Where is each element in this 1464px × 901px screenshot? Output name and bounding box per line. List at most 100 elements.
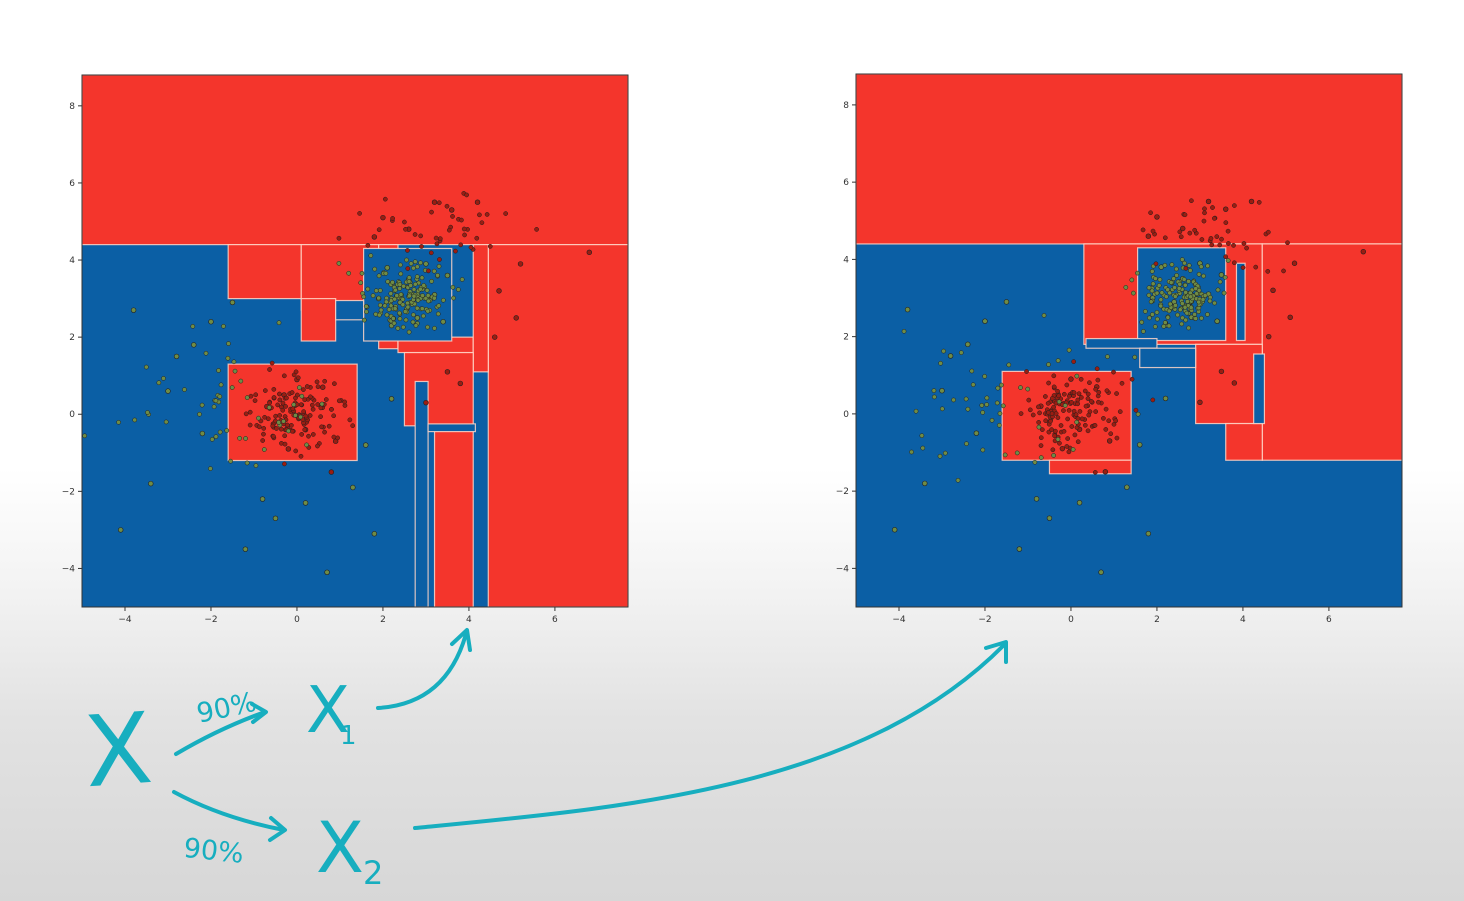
data-point <box>1124 484 1130 490</box>
data-point <box>1036 404 1041 410</box>
data-point <box>1066 407 1072 413</box>
data-point <box>1218 272 1225 278</box>
data-point <box>252 398 258 403</box>
data-point <box>973 430 980 436</box>
data-point <box>411 312 416 318</box>
data-point <box>1241 241 1247 246</box>
data-point <box>357 211 362 216</box>
data-point <box>1149 268 1155 274</box>
data-point <box>1218 368 1225 375</box>
data-point <box>1087 380 1092 386</box>
data-point <box>1223 220 1229 225</box>
data-point <box>253 463 259 468</box>
data-point <box>980 447 986 453</box>
data-point <box>347 417 353 423</box>
data-point <box>406 279 412 284</box>
data-point <box>382 303 388 309</box>
data-point <box>242 546 249 552</box>
data-point <box>1200 297 1206 302</box>
data-point <box>247 422 253 428</box>
data-point <box>417 286 423 292</box>
data-point <box>398 292 404 297</box>
decision-region <box>433 429 474 607</box>
data-point <box>913 408 919 414</box>
data-point <box>1106 418 1112 424</box>
decision-region <box>472 244 489 373</box>
data-point <box>266 405 272 410</box>
data-point <box>428 250 434 256</box>
data-point <box>1051 373 1057 379</box>
data-point <box>1205 198 1212 205</box>
data-point <box>392 296 398 302</box>
data-point <box>1003 299 1010 305</box>
data-point <box>276 420 282 425</box>
data-point <box>281 418 286 424</box>
arrow-x-to-x2-icon <box>172 790 286 832</box>
data-point <box>1032 459 1038 465</box>
data-point <box>1140 329 1146 334</box>
data-point <box>1092 470 1098 475</box>
data-point <box>298 414 303 420</box>
data-point <box>1202 293 1208 298</box>
data-point <box>1132 354 1138 360</box>
decision-region <box>856 74 1402 245</box>
arrow-x-to-x1-head-icon <box>250 702 268 724</box>
data-point <box>414 305 420 311</box>
data-point <box>1039 427 1045 432</box>
data-point <box>444 203 450 209</box>
data-point <box>1135 270 1140 276</box>
data-point <box>238 378 244 384</box>
data-point <box>286 428 291 434</box>
arrow-x-to-x2-head-icon <box>268 816 287 842</box>
data-point <box>468 244 474 250</box>
data-point <box>1165 315 1171 320</box>
data-point <box>384 265 390 271</box>
data-point <box>1171 276 1177 282</box>
data-point <box>963 396 969 402</box>
data-point <box>390 316 396 321</box>
data-point <box>284 395 289 401</box>
data-point <box>931 388 937 393</box>
data-point <box>388 291 394 296</box>
data-point <box>1183 317 1189 323</box>
data-point <box>431 199 438 205</box>
data-point <box>1183 266 1189 271</box>
data-point <box>1085 391 1091 397</box>
data-point <box>310 432 316 437</box>
data-point <box>336 235 342 241</box>
data-point <box>410 319 416 325</box>
data-point <box>1066 449 1072 455</box>
data-point <box>1061 428 1067 434</box>
source-dataset-label: X <box>81 692 156 810</box>
data-point <box>1096 390 1102 395</box>
data-point <box>365 243 371 248</box>
data-point <box>517 261 524 267</box>
y-tick-label: 6 <box>843 178 849 188</box>
data-point <box>165 388 171 394</box>
data-point <box>116 419 121 425</box>
decision-region <box>335 299 365 321</box>
x-tick-label: 4 <box>466 615 472 625</box>
plot-frame <box>81 74 629 608</box>
data-point <box>224 428 230 433</box>
data-point <box>217 429 223 435</box>
y-tick-label: 0 <box>843 410 849 420</box>
decision-region <box>1261 243 1402 461</box>
x-tick-label: −4 <box>892 615 906 625</box>
data-point <box>1051 384 1057 390</box>
data-point <box>1182 212 1188 218</box>
data-point <box>1223 254 1229 260</box>
data-point <box>474 199 481 205</box>
data-point <box>261 426 267 431</box>
data-point <box>1202 206 1207 212</box>
data-point <box>1199 315 1204 321</box>
data-point <box>1070 447 1076 452</box>
data-point <box>418 233 424 239</box>
data-point <box>243 436 248 441</box>
data-point <box>322 429 327 435</box>
data-point <box>1174 273 1179 278</box>
data-point <box>209 436 215 442</box>
data-point <box>1074 419 1079 425</box>
data-point <box>1179 301 1185 306</box>
data-point <box>458 242 464 248</box>
